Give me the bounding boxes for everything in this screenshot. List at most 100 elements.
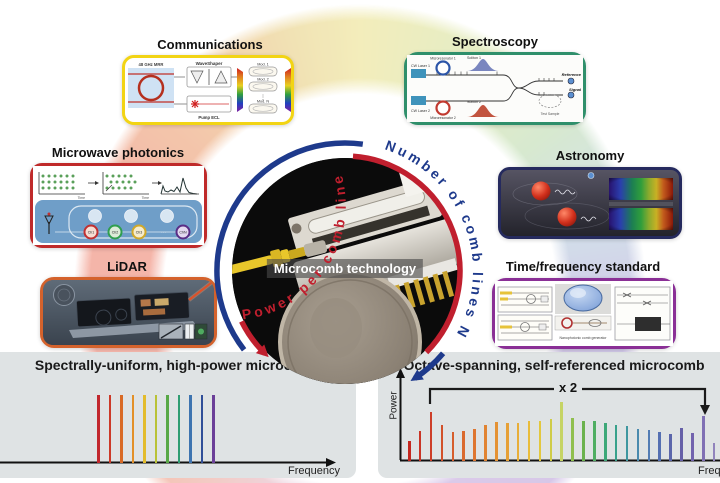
comb-line [582,421,585,461]
cw-laser-2-label: CW Laser 2 [411,109,430,113]
comb-line [560,402,563,461]
spectrum-fan-left [237,68,243,112]
comb-line [440,425,444,461]
comb-line [527,421,531,461]
astronomy-title: Astronomy [555,148,625,163]
comb-line [625,426,629,461]
cw-laser-1-box [411,69,426,78]
time-axis-label-2: Time [142,196,150,200]
test-sample-label: Test Sample [541,112,560,116]
communications-panel: 48 GHz MRR WaveShaper Pump ECL Mod. 1 Mo… [122,55,294,125]
time-axis-label-1: Time [78,196,86,200]
waveshaper-label: WaveShaper [196,61,223,66]
mrr-label: 48 GHz MRR [139,62,164,67]
comb-line [143,395,146,463]
comb-line [166,395,169,463]
reference-detector-icon [567,77,575,85]
comb-line [131,395,134,463]
channel-2-icon [107,224,123,240]
comb-line [120,395,123,463]
comb-line [614,425,618,461]
antenna-icon [44,212,54,234]
lidar-illustration [43,280,214,345]
channel-2-label: Ch2 [112,231,119,235]
comb-line [495,422,498,461]
x2-annotation: x 2 [554,380,583,395]
channel-1-icon [83,224,99,240]
comb-line [484,425,487,461]
photonic-chip-1 [76,297,133,328]
cw-laser-2-box [411,96,426,105]
comb-line [418,431,422,461]
timefreq-title: Time/frequency standard [505,259,661,274]
channel-n-label: ChN [179,231,187,235]
soliton-2-label: Soliton 2 [467,100,481,104]
comb-line [200,395,203,463]
comb-line [691,433,694,461]
comb-teeth-top [436,71,555,95]
signal-detector-icon [567,91,575,99]
phase-node-1 [88,209,102,223]
electronics-block [635,317,661,331]
microring-resonator-icon [137,74,165,102]
comb-generator-caption: Nanophotonic comb generator [559,336,607,340]
ellipsis-dots: ⋮ [260,95,266,101]
comb-line [636,429,640,461]
signal-label: Signal [569,87,582,92]
frequency-axis-label-right: Frequency [698,465,720,477]
lightwave-2 [580,216,597,222]
rf-spectrum-trace [160,177,198,195]
channel-3-icon [131,224,147,240]
comb-line [549,419,553,461]
pump-ecl-label: Pump ECL [198,115,220,120]
comb-line [604,423,607,461]
soliton-1-spectrum [467,59,499,71]
comb-line [177,395,180,463]
lightwave-1 [554,189,576,195]
spectroscopy-illustration: CW Laser 1 CW Laser 2 Microresonator 1 M… [407,55,583,122]
planet-icon [587,172,595,179]
phase-node-3 [160,209,174,223]
astronomy-illustration [501,170,679,236]
lidar-panel [40,277,217,348]
comb-line [462,431,465,461]
pump-laser-icon [191,100,199,108]
spectroscopy-title: Spectroscopy [452,34,538,49]
x-axis-arrow [326,458,336,467]
octave-comb-lines [408,402,716,461]
comb-line [680,428,683,461]
astronomy-panel [498,167,682,239]
spectrum-fan-right [285,68,291,112]
soliton-2-spectrum [467,105,499,117]
comb-line [516,423,520,461]
communications-title: Communications [157,37,263,52]
comb-line [212,395,215,463]
comb-line [658,432,661,461]
target-ring-icon [53,284,75,306]
channel-3-label: Ch3 [136,231,143,235]
microwave-photonics-illustration: Time Time [33,166,204,245]
soliton-1-label: Soliton 1 [467,56,481,60]
lidar-title: LiDAR [107,259,147,274]
octave-comb-chart-title: Octave-spanning, self-referenced microco… [403,357,705,373]
center-label: Microcomb technology [266,259,424,278]
frequency-axis-label: Frequency [288,465,340,477]
laser-beam [188,282,212,301]
comb-line [712,443,716,461]
comb-line [108,395,111,463]
channel-n-icon [175,224,191,240]
channels-ellipsis: ··· [161,230,166,236]
channel-1-label: Ch1 [88,231,95,235]
phase-node-2 [124,209,138,223]
cw-laser-1-label: CW Laser 1 [411,64,430,68]
y-axis-arrow [396,368,405,378]
comb-line [538,421,542,461]
microwave-photonics-panel: Time Time [30,163,207,248]
power-axis-label: Power [388,391,400,420]
modn-label: Mod. N [257,100,269,104]
communications-illustration: 48 GHz MRR WaveShaper Pump ECL Mod. 1 Mo… [128,61,291,120]
comb-line [408,441,411,461]
microresonator-1-icon [435,60,451,76]
pulse-train-dots-1 [41,174,75,190]
octave-comb-chart: Octave-spanning, self-referenced microco… [378,352,720,478]
